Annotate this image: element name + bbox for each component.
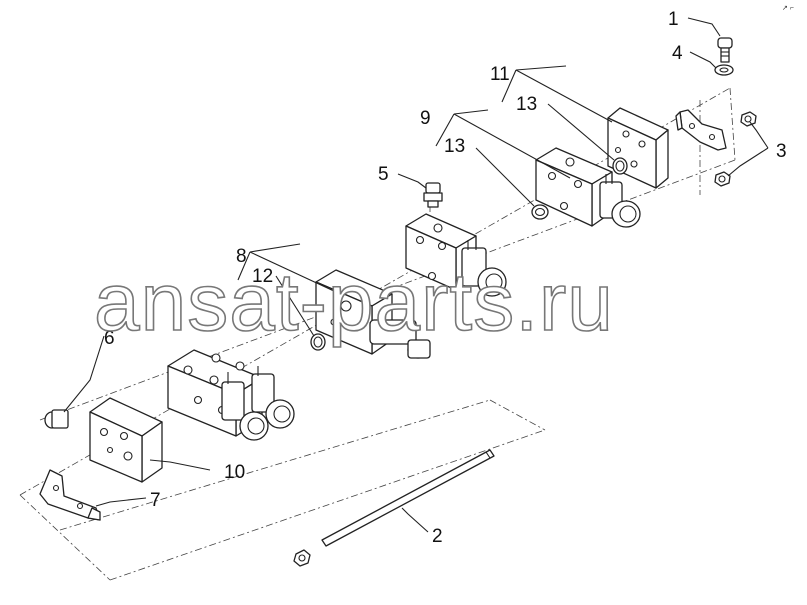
callout-9: 9 — [420, 108, 431, 129]
watermark-text: ansat-parts.ru — [94, 257, 614, 348]
callout-labels: 1 4 3 11 13 9 13 5 8 12 6 10 7 2 — [104, 9, 787, 547]
o-ring-part-12 — [310, 333, 326, 351]
valve-block-part-8 — [315, 269, 431, 359]
leader-lines — [63, 17, 769, 533]
washer-part-4 — [714, 64, 734, 76]
end-plate-part-10 — [89, 397, 163, 483]
callout-1: 1 — [668, 9, 679, 30]
callout-7: 7 — [150, 490, 161, 511]
end-plate-part-11 — [607, 107, 669, 189]
callout-10: 10 — [224, 462, 245, 483]
bracket-top — [675, 109, 727, 151]
callout-4: 4 — [672, 43, 683, 64]
callout-2: 2 — [432, 526, 443, 547]
tie-rod-part-2 — [321, 449, 495, 547]
fitting-part-5 — [423, 182, 443, 208]
nut-part-3 — [714, 111, 757, 187]
callout-13-upper: 13 — [516, 94, 537, 115]
valve-block-double — [167, 349, 295, 441]
callout-13-lower: 13 — [444, 136, 465, 157]
fitting-part-6 — [44, 409, 69, 429]
callout-5: 5 — [378, 164, 389, 185]
o-ring-part-13-upper — [612, 157, 628, 175]
nut-part-2 — [293, 549, 311, 567]
callout-3: 3 — [776, 141, 787, 162]
bracket-part-7 — [39, 469, 101, 521]
valve-block-middle — [405, 213, 507, 297]
bolt-part-1 — [717, 37, 733, 63]
callout-8: 8 — [236, 246, 247, 267]
callout-11: 11 — [490, 64, 510, 85]
o-ring-part-13-lower — [531, 204, 549, 220]
callout-6: 6 — [104, 328, 115, 349]
valve-block-part-9 — [535, 147, 641, 228]
corner-mark: ↗ ⌐ — [782, 5, 794, 12]
callout-12: 12 — [252, 266, 273, 287]
